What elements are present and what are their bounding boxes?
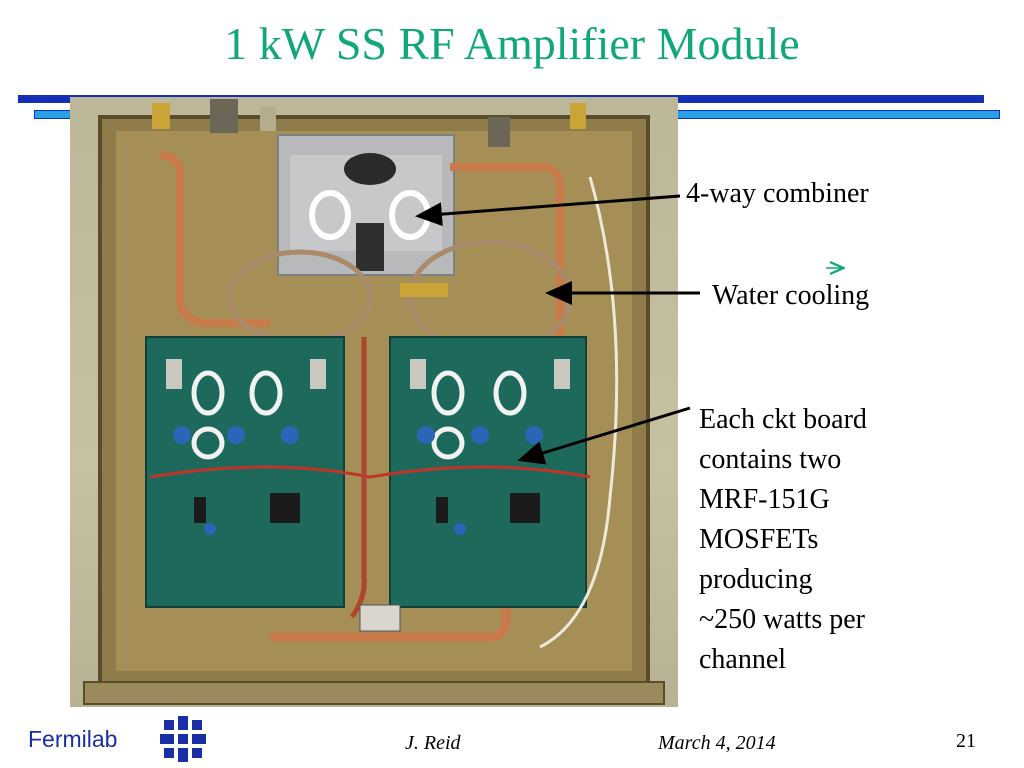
amplifier-photo (70, 97, 678, 707)
callout-board-line: contains two (699, 444, 842, 475)
footer-date: March 4, 2014 (658, 732, 776, 754)
callout-board-line: Each ckt board (699, 404, 867, 435)
slide-title: 1 kW SS RF Amplifier Module (224, 18, 800, 69)
callout-board-line: MRF-151G (699, 484, 830, 515)
fermilab-logo-icon (160, 716, 206, 762)
page-number: 21 (956, 730, 976, 752)
callout-board-line: producing (699, 564, 813, 595)
callout-board-line: MOSFETs (699, 524, 819, 555)
callout-board-line: ~250 watts per (699, 604, 866, 635)
amplifier-illustration (83, 99, 665, 705)
callout-board-line: channel (699, 644, 787, 675)
footer-author: J. Reid (405, 732, 461, 754)
callout-combiner: 4-way combiner (686, 178, 869, 209)
callout-water-cooling: Water cooling (712, 280, 870, 311)
callout-board: Each ckt board contains two MRF-151G MOS… (699, 400, 919, 680)
fermilab-wordmark: Fermilab (28, 726, 118, 752)
